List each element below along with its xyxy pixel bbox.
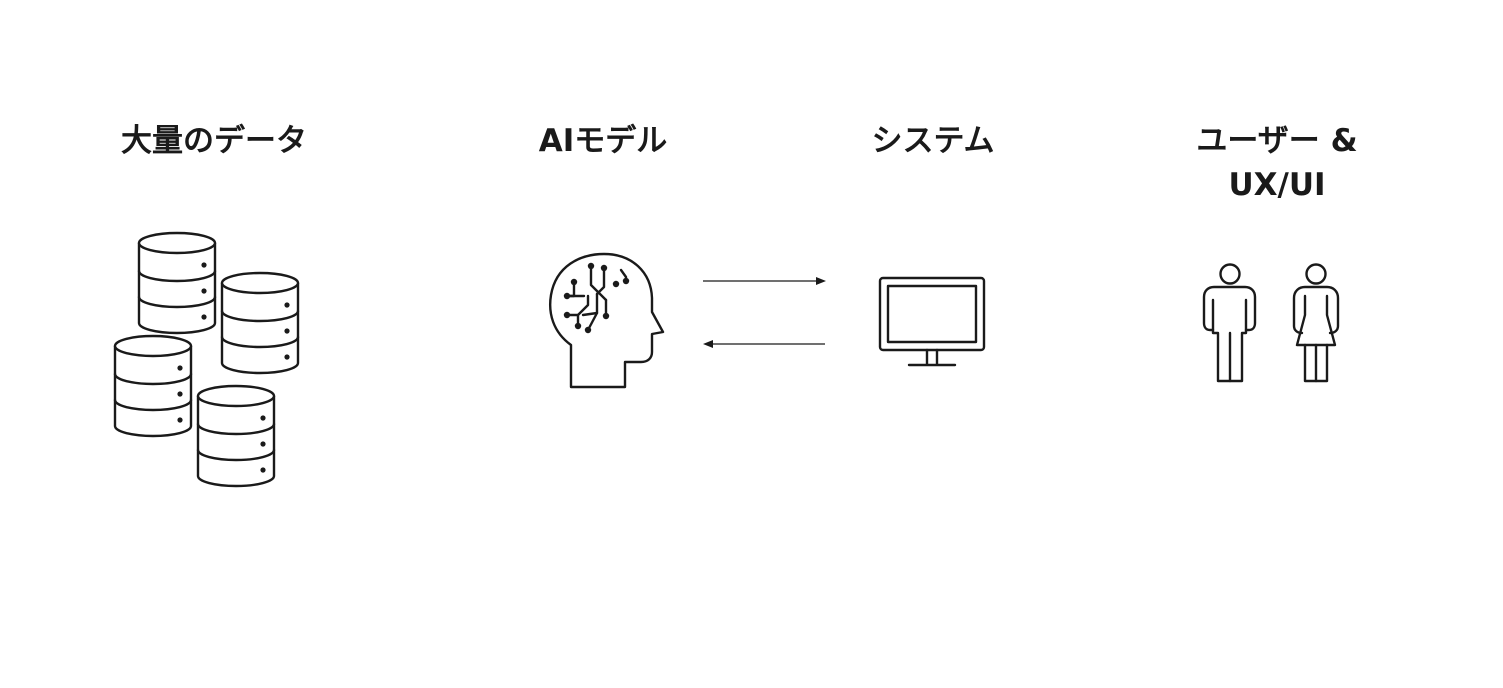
node-label-system: システム	[842, 119, 1024, 163]
node-label-users: ユーザー & UX/UI	[1166, 119, 1388, 207]
database-stack-icon	[113, 231, 300, 488]
node-label-users-line-2: UX/UI	[1228, 167, 1326, 203]
node-label-data: 大量のデータ	[88, 119, 340, 163]
node-label-data-text: 大量のデータ	[121, 123, 307, 159]
node-label-users-line-1: ユーザー &	[1196, 123, 1358, 159]
database-icon	[137, 231, 217, 335]
node-label-ai-model: AIモデル	[508, 119, 698, 163]
database-icon	[113, 334, 193, 438]
people-icon	[1202, 263, 1340, 383]
ai-head-circuit-icon	[549, 252, 665, 389]
woman-icon	[1292, 263, 1340, 383]
man-icon	[1202, 263, 1257, 383]
arrow-ai-to-system	[703, 277, 826, 285]
database-icon	[196, 384, 276, 488]
node-label-system-text: システム	[871, 123, 995, 159]
node-label-ai-model-text: AIモデル	[538, 123, 668, 159]
arrow-system-to-ai	[703, 340, 825, 348]
database-icon	[220, 271, 300, 375]
monitor-icon	[878, 276, 986, 367]
